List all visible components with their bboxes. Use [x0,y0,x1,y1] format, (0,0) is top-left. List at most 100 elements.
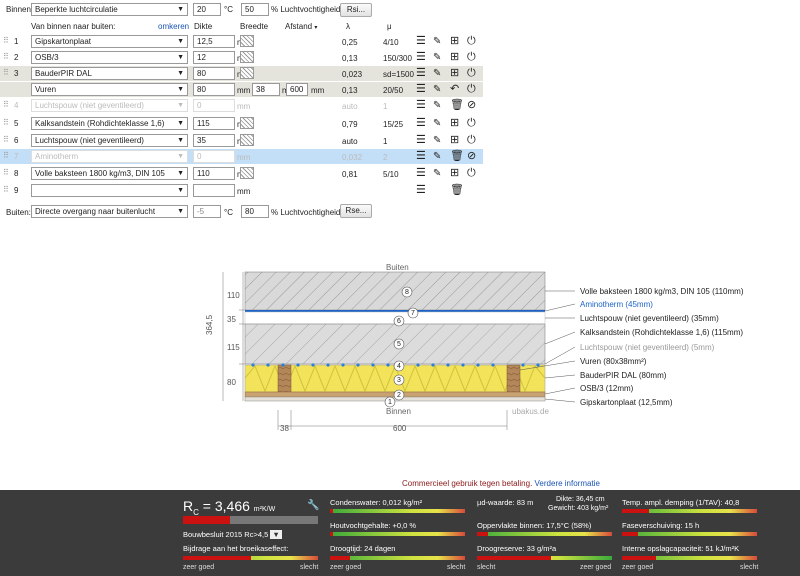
layer-material-select[interactable]: Kalksandstein (Rohdichteklasse 1,6)▼ [31,117,188,130]
stud-spacing-input[interactable]: 600 [286,83,308,96]
layer-thickness-input[interactable]: 12,5 [193,35,235,48]
layer-material-select[interactable]: Luchtspouw (niet geventileerd)▼ [31,134,188,147]
layer-thickness-input[interactable]: 80 [193,67,235,80]
bouwbesluit-select[interactable]: Bouwbesluit 2015 Rc>4,5 ▼ [183,530,282,539]
layer-thickness-input[interactable]: 115 [193,117,235,130]
afstand-header[interactable]: Afstand ▾ [285,21,317,34]
wrench-icon[interactable]: 🔧 [307,500,320,511]
buiten-temp-input[interactable]: -5 [193,205,221,218]
menu-icon[interactable]: ☰ [416,51,426,63]
add-substructure-icon[interactable] [240,134,254,146]
menu-icon[interactable]: ☰ [416,117,426,129]
layer-material-select[interactable]: Luchtspouw (niet geventileerd)▼ [31,99,188,112]
power-icon[interactable]: ⏻ [467,51,476,63]
add-substructure-icon[interactable] [240,167,254,179]
trash-icon[interactable]: 🗑 [450,150,464,162]
menu-icon[interactable]: ☰ [416,35,426,47]
power-icon[interactable]: ⏻ [467,83,476,95]
trash-icon[interactable]: 🗑 [450,99,464,111]
menu-icon[interactable]: ☰ [416,167,426,179]
layer-thickness-input[interactable]: 110 [193,167,235,180]
layer-material-select[interactable]: Gipskartonplaat▼ [31,35,188,48]
drag-handle-icon[interactable]: ⠿ [3,118,9,127]
power-icon[interactable]: ⏻ [467,117,476,129]
menu-icon[interactable]: ☰ [416,134,426,146]
drag-handle-icon[interactable]: ⠿ [3,151,9,160]
add-substructure-icon[interactable] [240,67,254,79]
drag-handle-icon[interactable]: ⠿ [3,185,9,194]
edit-pencil-icon[interactable]: ✎ [433,84,442,95]
layer-material-select[interactable]: Vuren▼ [31,83,188,96]
edit-pencil-icon[interactable]: ✎ [433,151,442,162]
menu-icon[interactable]: ☰ [416,184,426,196]
add-layer-icon[interactable]: ⊞ [450,134,460,146]
menu-icon[interactable]: ☰ [416,67,426,79]
stud-width-input[interactable]: 38 [252,83,280,96]
drag-handle-icon[interactable]: ⠿ [3,52,9,61]
drag-handle-icon[interactable]: ⠿ [3,68,9,77]
drag-handle-icon[interactable]: ⠿ [3,135,9,144]
add-layer-icon[interactable]: ⊞ [450,167,460,179]
menu-icon[interactable]: ☰ [416,150,426,162]
edit-pencil-icon[interactable]: ✎ [433,135,442,146]
drag-handle-icon[interactable]: ⠿ [3,100,9,109]
binnen-rh-input[interactable]: 50 [241,3,269,16]
edit-pencil-icon[interactable]: ✎ [433,68,442,79]
add-layer-icon[interactable]: ⊞ [450,35,460,47]
power-icon[interactable]: ⏻ [467,167,476,179]
buiten-rh-input[interactable]: 80 [241,205,269,218]
disable-icon[interactable]: ⊘ [467,150,477,162]
edit-pencil-icon[interactable]: ✎ [433,168,442,179]
rsi-button[interactable]: Rsi... [340,3,372,17]
layer-material-select[interactable]: Aminotherm▼ [31,150,188,163]
power-icon[interactable]: ⏻ [467,35,476,47]
add-substructure-icon[interactable] [240,35,254,47]
undo-arrow-icon[interactable]: ↶ [450,83,460,95]
layer-thickness-input[interactable]: 80 [193,83,235,96]
layer-material-select[interactable]: OSB/3▼ [31,51,188,64]
layer-material-select[interactable]: ▼ [31,184,188,197]
rse-button[interactable]: Rse... [340,204,372,218]
layer-material-select[interactable]: Volle baksteen 1800 kg/m3, DIN 105▼ [31,167,188,180]
edit-pencil-icon[interactable]: ✎ [433,100,442,111]
add-layer-icon[interactable]: ⊞ [450,51,460,63]
more-info-link[interactable]: Verdere informatie [534,479,600,488]
trash-icon[interactable]: 🗑 [450,184,464,196]
edit-pencil-icon[interactable]: ✎ [433,52,442,63]
disable-icon[interactable]: ⊘ [467,99,477,111]
omkeren-link[interactable]: omkeren [158,22,190,31]
layer-material-select[interactable]: BauderPIR DAL▼ [31,67,188,80]
binnen-climate-select[interactable]: Beperkte luchtcirculatie▼ [31,3,188,16]
add-layer-icon[interactable]: ⊞ [450,117,460,129]
menu-icon[interactable]: ☰ [416,83,426,95]
drag-handle-icon[interactable]: ⠿ [3,168,9,177]
layer-lambda: 0,81 [342,170,358,179]
add-substructure-icon[interactable] [240,51,254,63]
layer-thickness-input[interactable] [193,184,235,197]
power-icon[interactable]: ⏻ [467,134,476,146]
add-layer-icon[interactable]: ⊞ [450,67,460,79]
power-icon[interactable]: ⏻ [467,67,476,79]
edit-pencil-icon[interactable]: ✎ [433,118,442,129]
menu-icon[interactable]: ☰ [416,99,426,111]
layer-thickness-input[interactable]: 0 [193,99,235,112]
layer-row[interactable]: ⠿9▼mm☰🗑 [0,183,483,198]
edit-pencil-icon[interactable]: ✎ [433,36,442,47]
layer-thickness-input[interactable]: 12 [193,51,235,64]
layer-thickness-input[interactable]: 35 [193,134,235,147]
buiten-climate-select[interactable]: Directe overgang naar buitenlucht▼ [31,205,188,218]
layer-thickness-input[interactable]: 0 [193,150,235,163]
binnen-temp-input[interactable]: 20 [193,3,221,16]
drag-handle-icon[interactable]: ⠿ [3,36,9,45]
add-substructure-icon[interactable] [240,117,254,129]
mm-unit: mm [237,86,251,95]
